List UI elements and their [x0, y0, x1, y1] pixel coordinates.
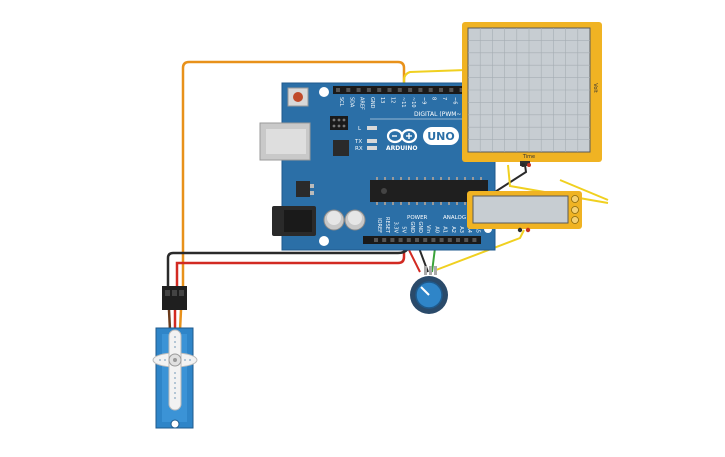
digital-pin-label: ~10	[410, 97, 416, 108]
icsp-header	[330, 116, 348, 130]
power-analog-pin-label: RESET	[384, 217, 390, 234]
power-analog-pin[interactable]	[406, 238, 411, 242]
digital-pin[interactable]	[449, 88, 454, 92]
digital-pin[interactable]	[336, 88, 340, 92]
power-analog-pin[interactable]	[447, 238, 452, 242]
mounting-hole	[319, 87, 329, 97]
power-analog-pin[interactable]	[439, 238, 444, 242]
multimeter-terminal[interactable]	[571, 216, 579, 224]
servo-connector[interactable]	[162, 286, 187, 310]
digital-pwm-label: DIGITAL (PWM~)	[414, 111, 464, 118]
digital-pin-label: 13	[379, 97, 385, 103]
digital-pin-label: ~9	[420, 97, 426, 104]
voltage-regulator	[296, 181, 310, 197]
led-rx-label: RX	[355, 146, 363, 152]
mounting-hole	[319, 236, 329, 246]
oscilloscope-grid	[468, 28, 590, 152]
wire-yellow-scope[interactable]	[403, 69, 467, 92]
power-analog-pin-label: 3.3V	[392, 222, 398, 234]
digital-pin[interactable]	[459, 88, 464, 92]
oscilloscope-terminals[interactable]	[520, 161, 530, 166]
power-analog-pin-header[interactable]	[363, 236, 481, 244]
power-analog-pin-label: A1	[442, 226, 448, 233]
arduino-logo: ARDUINO	[386, 128, 417, 152]
power-analog-pin-label: A4	[466, 226, 472, 233]
digital-pin[interactable]	[387, 88, 392, 92]
digital-pin[interactable]	[397, 88, 402, 92]
digital-pin[interactable]	[428, 88, 433, 92]
digital-pin-label: SDA	[348, 97, 354, 108]
digital-pin[interactable]	[418, 88, 423, 92]
wire-red-power[interactable]	[175, 240, 406, 290]
power-analog-pin-label: GND	[409, 222, 415, 234]
power-analog-pin-label: A0	[433, 226, 439, 233]
digital-pin-label: 12	[390, 97, 396, 103]
power-analog-pin-label: 5V	[401, 226, 407, 233]
digital-pin-label: AREF	[359, 97, 365, 110]
led-tx	[367, 139, 377, 143]
power-analog-pin-label: A3	[458, 226, 464, 233]
potentiometer[interactable]	[410, 266, 448, 314]
usb-chip	[333, 140, 349, 156]
digital-pin-label: 7	[441, 97, 447, 100]
analog-in-label: ANALOG IN	[443, 215, 474, 221]
digital-pin[interactable]	[356, 88, 361, 92]
multimeter[interactable]	[467, 191, 582, 233]
multimeter-display	[472, 195, 569, 224]
uno-badge	[423, 127, 459, 145]
digital-pin-label: 8	[431, 97, 437, 100]
digital-pin[interactable]	[346, 88, 351, 92]
power-analog-pin[interactable]	[423, 238, 428, 242]
led-rx	[367, 146, 377, 150]
power-analog-pin[interactable]	[390, 238, 395, 242]
digital-pin[interactable]	[377, 88, 382, 92]
power-analog-pin[interactable]	[431, 238, 436, 242]
multimeter-terminal[interactable]	[571, 206, 579, 214]
led-l-label: L	[358, 126, 362, 132]
power-analog-pin-label: GND	[417, 222, 423, 234]
digital-pin[interactable]	[439, 88, 443, 92]
power-analog-pin-label: A2	[450, 226, 456, 233]
uno-label: UNO	[427, 130, 455, 143]
oscilloscope[interactable]: Time Volt	[462, 22, 602, 167]
wire-orange-signal[interactable]	[181, 60, 406, 290]
power-analog-pin[interactable]	[382, 238, 387, 242]
oscilloscope-time-label: Time	[522, 154, 535, 160]
microcontroller-chip	[370, 180, 488, 202]
wire-yellow-pot-signal[interactable]	[435, 229, 525, 271]
power-analog-pin[interactable]	[464, 238, 469, 242]
power-analog-pin-label: IOREF	[376, 218, 382, 233]
digital-pin[interactable]	[408, 88, 413, 92]
led-tx-label: TX	[354, 139, 362, 145]
power-analog-pin[interactable]	[398, 238, 403, 242]
digital-pin-label: SCL	[338, 97, 344, 107]
power-analog-pin[interactable]	[456, 238, 460, 242]
multimeter-terminal[interactable]	[571, 195, 579, 203]
digital-pin-label: GND	[369, 97, 375, 109]
power-analog-pin[interactable]	[472, 238, 477, 242]
digital-pin[interactable]	[366, 88, 371, 92]
led-l	[367, 126, 377, 130]
power-analog-pin-label: A5	[474, 226, 480, 233]
power-label: POWER	[407, 215, 428, 221]
digital-pin-label: ~11	[400, 97, 406, 108]
power-analog-pin-label: Vin	[425, 225, 431, 233]
digital-pin-label: ~6	[451, 97, 457, 104]
power-analog-pin[interactable]	[415, 238, 419, 242]
wire-yellow-mm-side[interactable]	[559, 179, 609, 201]
oscilloscope-volt-label: Volt	[592, 83, 598, 92]
arduino-brand-label: ARDUINO	[386, 145, 417, 152]
servo-motor[interactable]	[152, 286, 198, 429]
power-analog-pin[interactable]	[374, 238, 378, 242]
